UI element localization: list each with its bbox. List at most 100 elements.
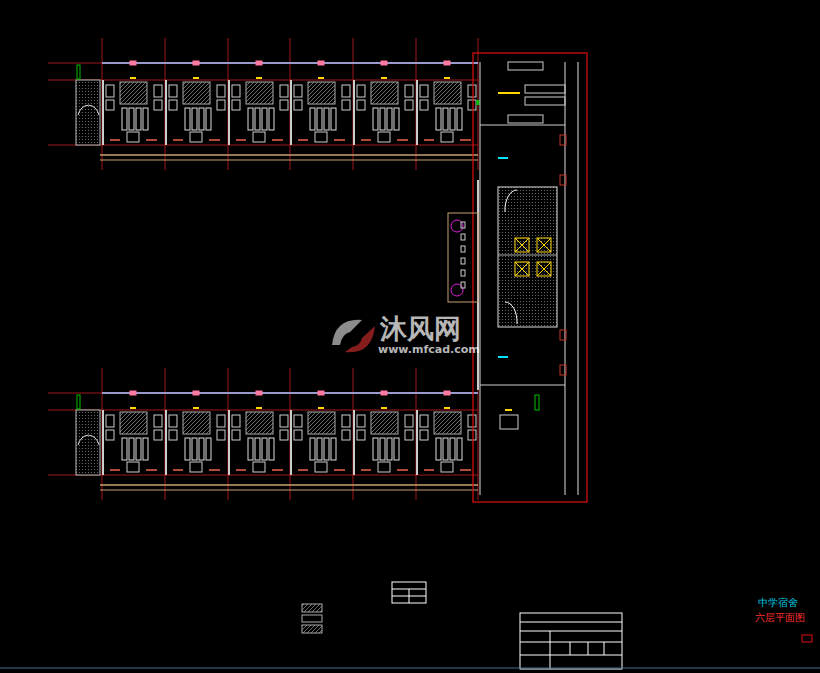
plan-rect — [190, 132, 202, 142]
plan-rect — [468, 430, 476, 440]
plan-rect — [537, 238, 551, 252]
plan-rect — [473, 53, 587, 502]
plan-line — [353, 368, 354, 500]
plan-rect — [136, 438, 141, 460]
plan-line — [173, 469, 183, 471]
plan-rect — [77, 65, 80, 79]
plan-line — [537, 238, 551, 252]
plan-line — [537, 262, 551, 276]
watermark: 沐风网 — [380, 314, 461, 344]
plan-rect — [232, 415, 240, 427]
plan-line — [236, 469, 246, 471]
plan-rect — [537, 262, 551, 276]
plan-rect — [441, 462, 453, 472]
plan-rect — [373, 108, 378, 130]
plan-line — [165, 38, 166, 170]
plan-line — [0, 668, 820, 669]
plan-line — [480, 125, 565, 126]
plan-rect — [525, 97, 565, 105]
plan-line — [565, 62, 566, 495]
plan-rect — [248, 108, 253, 130]
plan-line — [256, 77, 262, 79]
plan-rect — [217, 430, 225, 440]
plan-line — [272, 139, 283, 141]
plan-rect — [378, 462, 390, 472]
plan-rect — [193, 391, 199, 395]
plan-rect — [169, 430, 177, 440]
plan-rect — [342, 85, 350, 97]
plan-rect — [190, 462, 202, 472]
plan-line — [604, 642, 605, 655]
plan-rect — [515, 262, 529, 276]
plan-rect — [294, 430, 302, 440]
plan-rect — [461, 270, 465, 276]
plan-line — [228, 410, 230, 475]
plan-line — [515, 262, 529, 276]
plan-rect — [122, 438, 127, 460]
plan-rect — [444, 391, 450, 395]
plan-line — [146, 139, 157, 141]
plan-rect — [468, 85, 476, 97]
plan-line — [100, 160, 478, 161]
plan-rect — [308, 412, 335, 434]
plan-rect — [357, 415, 365, 427]
plan-rect — [255, 108, 260, 130]
plan-line — [256, 407, 262, 409]
plan-rect — [444, 61, 450, 65]
plan-rect — [310, 438, 315, 460]
plan-rect — [280, 415, 288, 427]
plan-rect — [324, 108, 329, 130]
plan-line — [146, 469, 157, 471]
plan-rect — [387, 108, 392, 130]
plan-line — [102, 62, 478, 64]
plan-rect — [317, 438, 322, 460]
plan-rect — [461, 282, 465, 288]
plan-line — [102, 368, 103, 500]
plan-rect — [253, 462, 265, 472]
plan-rect — [318, 391, 324, 395]
plan-rect — [342, 430, 350, 440]
plan-rect — [448, 213, 478, 302]
plan-rect — [193, 61, 199, 65]
plan-line — [520, 655, 622, 656]
plan-rect — [380, 438, 385, 460]
plan-line — [110, 139, 120, 141]
plan-line — [209, 139, 220, 141]
door-arc — [505, 302, 517, 324]
plan-rect — [302, 615, 322, 622]
plan-rect — [441, 132, 453, 142]
plan-rect — [127, 132, 139, 142]
plan-line — [578, 62, 579, 495]
watermark-url: www.mfcad.com — [378, 344, 480, 356]
plan-rect — [232, 430, 240, 440]
plan-rect — [169, 415, 177, 427]
plan-rect — [106, 100, 114, 110]
plan-rect — [560, 330, 566, 340]
plan-line — [520, 642, 622, 643]
plan-rect — [248, 438, 253, 460]
plan-rect — [342, 100, 350, 110]
plan-line — [444, 77, 450, 79]
plan-line — [381, 407, 387, 409]
plan-rect — [77, 395, 80, 409]
plan-rect — [315, 462, 327, 472]
plan-line — [477, 100, 480, 105]
plan-rect — [143, 108, 148, 130]
plan-rect — [154, 100, 162, 110]
plan-rect — [302, 604, 322, 612]
plan-line — [228, 38, 229, 170]
plan-rect — [324, 438, 329, 460]
plan-rect — [262, 438, 267, 460]
plan-rect — [405, 100, 413, 110]
plan-line — [409, 589, 410, 603]
plan-rect — [154, 85, 162, 97]
plan-rect — [535, 395, 539, 410]
plan-rect — [500, 415, 518, 429]
plan-rect — [246, 82, 273, 104]
plan-rect — [436, 108, 441, 130]
plan-line — [102, 80, 104, 145]
plan-line — [416, 38, 417, 170]
plan-rect — [169, 100, 177, 110]
plan-line — [290, 38, 291, 170]
plan-line — [444, 407, 450, 409]
